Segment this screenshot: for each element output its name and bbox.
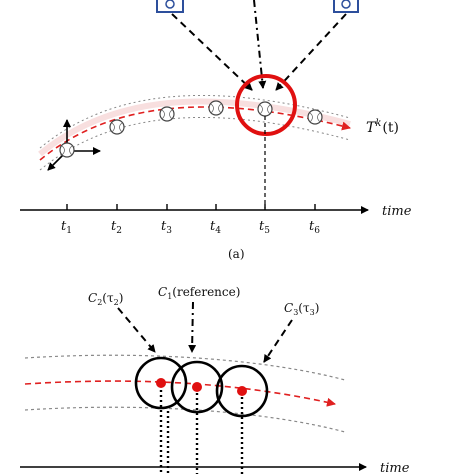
highlight-circle bbox=[235, 74, 297, 136]
tick-label: t3 bbox=[161, 219, 172, 236]
tick-label: t4 bbox=[210, 219, 221, 236]
panel-b: C2(τ2) C1(reference) C3(τ3) time bbox=[20, 285, 410, 474]
view-line-center bbox=[253, 0, 267, 89]
observation-point bbox=[192, 382, 202, 392]
ball-icon bbox=[307, 109, 323, 125]
ball-icon bbox=[59, 142, 75, 158]
ball-icon bbox=[257, 101, 273, 117]
band-lower-b bbox=[24, 406, 346, 433]
observation-circle-c3 bbox=[215, 364, 269, 418]
time-axis-label-b: time bbox=[380, 461, 410, 474]
tick-label: t5 bbox=[259, 219, 270, 236]
pointer-c1 bbox=[188, 301, 197, 353]
band-upper-b bbox=[24, 354, 346, 381]
view-line-right bbox=[275, 13, 347, 91]
ball-icon bbox=[159, 106, 175, 122]
tick-marks bbox=[66, 204, 316, 210]
ball-icon bbox=[208, 100, 224, 116]
pointer-c2 bbox=[117, 307, 156, 353]
camera-label-c3: C3(τ3) bbox=[284, 301, 319, 317]
trajectory-band-upper bbox=[39, 95, 351, 149]
observation-circle-c2 bbox=[134, 356, 188, 410]
observation-point bbox=[156, 378, 166, 388]
camera-left-icon bbox=[156, 0, 184, 13]
trajectory-band-shade bbox=[38, 98, 351, 157]
observation-circle-c1 bbox=[170, 360, 224, 414]
tick-label: t6 bbox=[309, 219, 320, 236]
observation-point bbox=[237, 386, 247, 396]
time-axis-label-a: time bbox=[382, 204, 412, 219]
panel-caption-a: (a) bbox=[228, 247, 245, 261]
camera-label-c2: C2(τ2) bbox=[88, 291, 123, 307]
tick-label: t1 bbox=[61, 219, 72, 236]
trajectory-label: Tk(t) bbox=[366, 118, 399, 136]
view-line-left bbox=[171, 13, 253, 91]
tick-label: t2 bbox=[111, 219, 122, 236]
panel-a: Tk(t) time t1 t2 t3 t4 t5 t6 (a) bbox=[20, 0, 412, 261]
ball-icon bbox=[109, 119, 125, 135]
pointer-c3 bbox=[263, 319, 293, 363]
camera-right-icon bbox=[333, 0, 359, 13]
camera-label-c1: C1(reference) bbox=[158, 285, 240, 301]
